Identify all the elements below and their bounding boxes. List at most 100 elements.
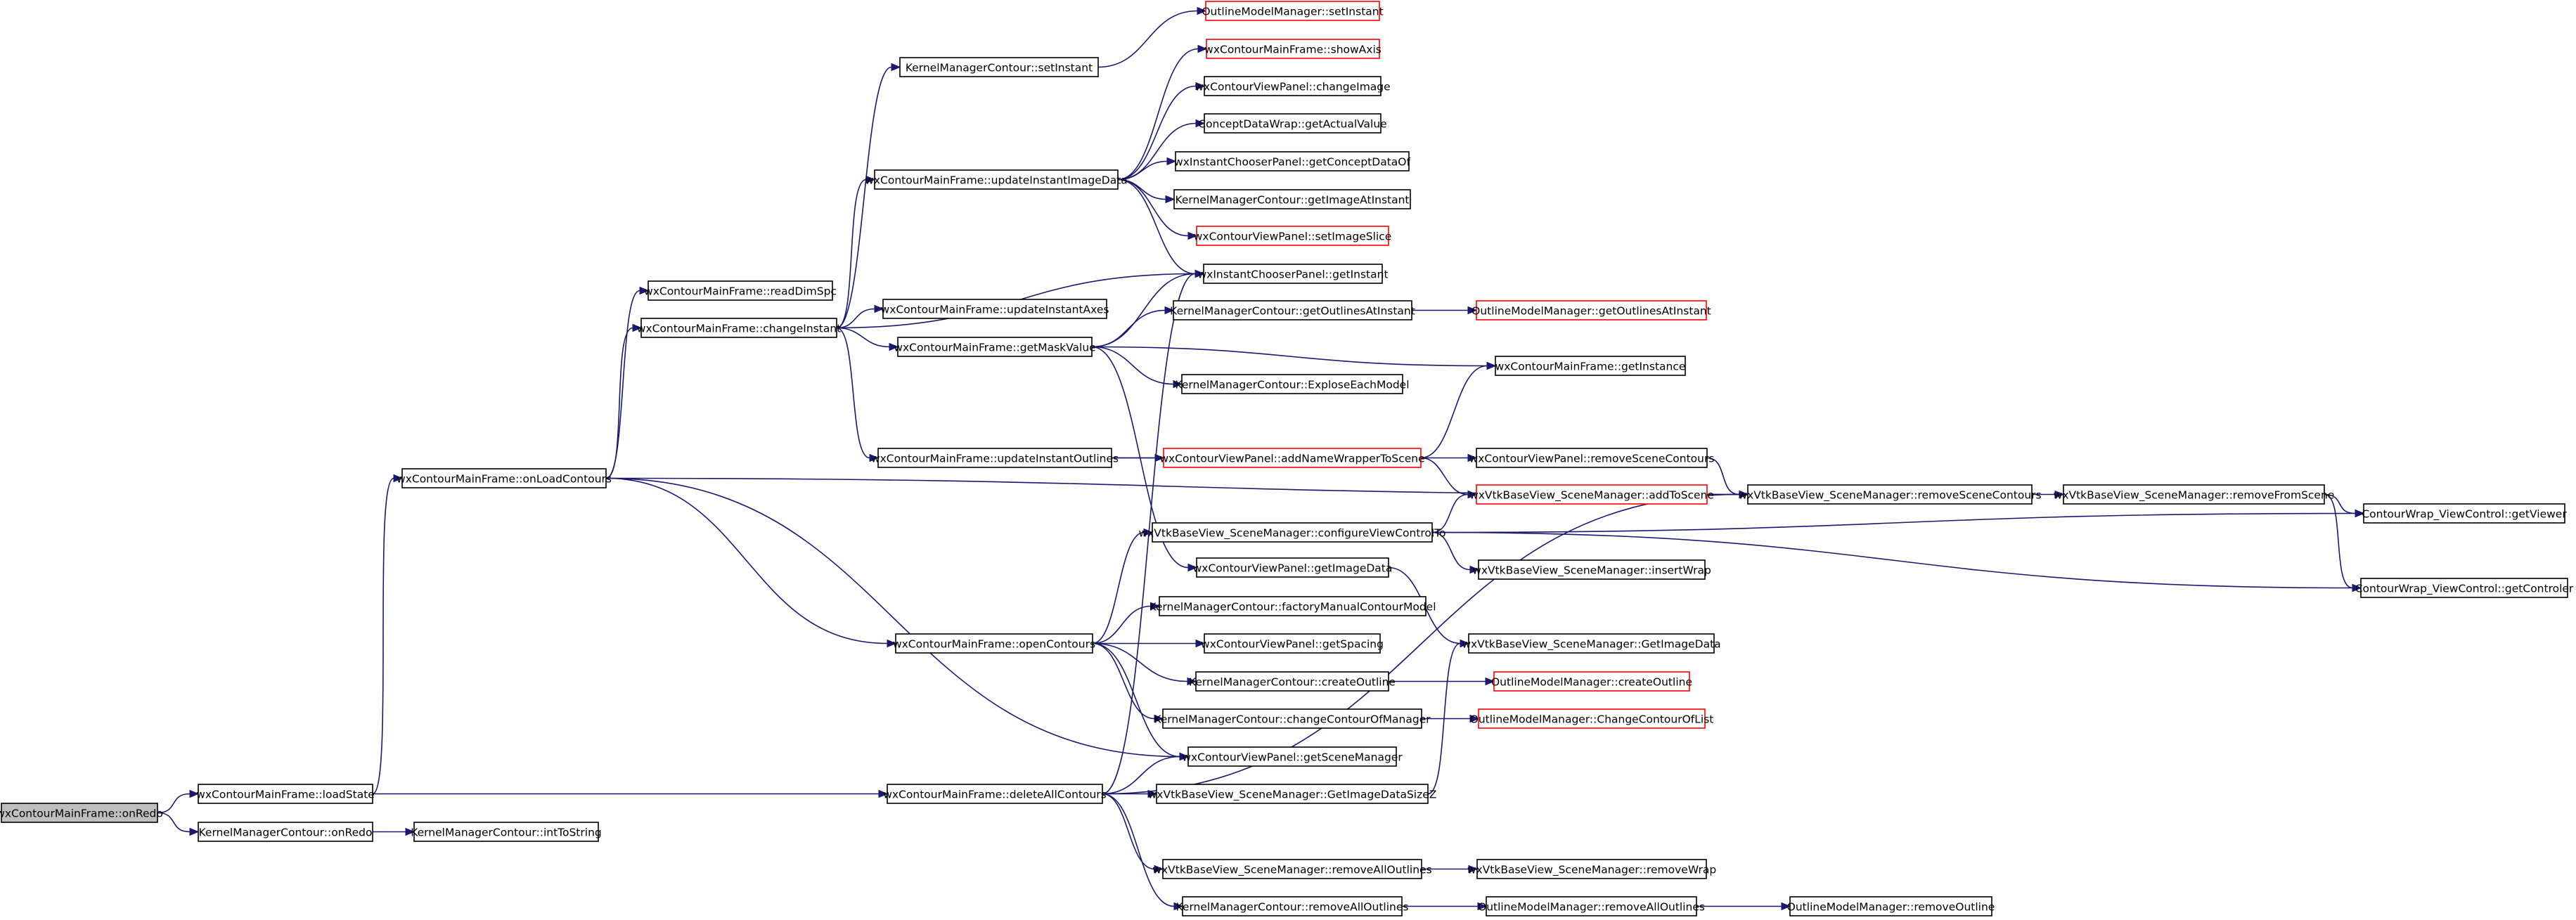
edge-n8-to-n15 xyxy=(1117,44,1208,181)
node-box xyxy=(2360,578,2568,598)
edge-n13-to-n45 xyxy=(1102,793,1164,874)
node-wxcontourmainframe-onredo[interactable]: wxContourMainFrame::onRedo xyxy=(0,803,163,823)
node-wxcontourviewpanel-getspacing[interactable]: wxContourViewPanel::getSpacing xyxy=(1201,633,1384,654)
node-wxvtkbaseview-scenemanager-configureviewcontrolto[interactable]: wxVtkBaseView_SceneManager::configureVie… xyxy=(1138,522,1446,543)
node-box xyxy=(1476,859,1707,879)
node-label: wxContourMainFrame::updateInstantOutline… xyxy=(871,453,1119,465)
edge-n29-to-n30 xyxy=(2032,490,2065,499)
node-kernelmanagercontour-createoutline[interactable]: KernelManagerContour::createOutline xyxy=(1189,671,1396,692)
node-contourwrap-viewcontrol-getcontroler[interactable]: ContourWrap_ViewControl::getControler xyxy=(2355,578,2574,598)
node-kernelmanagercontour-setinstant[interactable]: KernelManagerContour::setInstant xyxy=(899,57,1099,77)
node-wxcontourviewpanel-getimagedata[interactable]: wxContourViewPanel::getImageData xyxy=(1193,557,1393,578)
node-conceptdatawrap-getactualvalue[interactable]: ConceptDataWrap::getActualValue xyxy=(1198,113,1387,134)
arrowhead-icon xyxy=(639,286,650,295)
node-box xyxy=(401,468,607,488)
node-box xyxy=(899,57,1099,77)
arrowhead-icon xyxy=(1467,490,1478,499)
edge-n6-to-n11 xyxy=(836,327,880,462)
node-box xyxy=(877,448,1112,468)
node-label: wxVtkBaseView_SceneManager::addToScene xyxy=(1469,489,1714,503)
node-contourwrap-viewcontrol-getviewer[interactable]: ContourWrap_ViewControl::getViewer xyxy=(2362,503,2567,524)
arrowhead-icon xyxy=(1165,195,1176,204)
node-kernelmanagercontour-removealloutlines[interactable]: KernelManagerContour::removeAllOutlines xyxy=(1176,896,1409,916)
node-wxvtkbaseview-scenemanager-removealloutlines[interactable]: wxVtkBaseView_SceneManager::removeAllOut… xyxy=(1152,859,1432,879)
node-wxvtkbaseview-scenemanager-removewrap[interactable]: wxVtkBaseView_SceneManager::removeWrap xyxy=(1467,859,1716,879)
node-wxcontourviewpanel-changeimage[interactable]: wxContourViewPanel::changeImage xyxy=(1194,76,1391,96)
node-wxcontourmainframe-deleteallcontours[interactable]: wxContourMainFrame::deleteAllContours xyxy=(883,784,1107,804)
node-wxvtkbaseview-scenemanager-removescenecontours[interactable]: wxVtkBaseView_SceneManager::removeSceneC… xyxy=(1738,484,2042,505)
node-box xyxy=(198,822,373,842)
edge-line xyxy=(1102,793,1155,870)
node-wxcontourmainframe-changeinstant[interactable]: wxContourMainFrame::changeInstant xyxy=(637,318,841,338)
node-label: wxVtkBaseView_SceneManager::removeSceneC… xyxy=(1738,489,2041,503)
node-wxcontourmainframe-updateinstantimagedata[interactable]: wxContourMainFrame::updateInstantImageDa… xyxy=(865,169,1128,190)
node-kernelmanagercontour-exploseeachmodel[interactable]: KernelManagerContour::ExploseEachModel xyxy=(1175,374,1410,394)
arrowhead-icon xyxy=(2355,509,2365,518)
node-outlinemodelmanager-getoutlinesatinstant[interactable]: OutlineModelManager::getOutlinesAtInstan… xyxy=(1471,300,1711,320)
arrowhead-icon xyxy=(1143,528,1154,537)
node-wxcontourmainframe-updateinstantoutlines[interactable]: wxContourMainFrame::updateInstantOutline… xyxy=(871,448,1119,468)
node-wxcontourmainframe-loadstate[interactable]: wxContourMainFrame::loadState xyxy=(196,784,375,804)
node-label: wxInstantChooserPanel::getInstant xyxy=(1197,268,1388,281)
node-wxcontourmainframe-readdimspc[interactable]: wxContourMainFrame::readDimSpc xyxy=(644,280,837,301)
node-kernelmanagercontour-onredo[interactable]: KernelManagerContour::onRedo xyxy=(198,822,373,842)
node-wxvtkbaseview-scenemanager-getimagedata[interactable]: wxVtkBaseView_SceneManager::GetImageData xyxy=(1462,633,1721,654)
node-wxvtkbaseview-scenemanager-getimagedatasizez[interactable]: wxVtkBaseView_SceneManager::GetImageData… xyxy=(1148,784,1437,804)
edge-line xyxy=(1420,457,1469,495)
node-wxcontourviewpanel-getscenemanager[interactable]: wxContourViewPanel::getSceneManager xyxy=(1182,746,1403,767)
node-kernelmanagercontour-inttostring[interactable]: KernelManagerContour::intToString xyxy=(411,822,602,842)
node-wxvtkbaseview-scenemanager-insertwrap[interactable]: wxVtkBaseView_SceneManager::insertWrap xyxy=(1472,559,1711,580)
arrowhead-icon xyxy=(887,639,897,648)
node-label: wxContourMainFrame::deleteAllContours xyxy=(883,789,1107,801)
edge-line xyxy=(1091,346,1488,367)
node-outlinemodelmanager-removealloutlines[interactable]: OutlineModelManager::removeAllOutlines xyxy=(1478,896,1705,916)
node-wxcontourmainframe-opencontours[interactable]: wxContourMainFrame::openContours xyxy=(893,633,1095,654)
node-wxinstantchooserpanel-getinstant[interactable]: wxInstantChooserPanel::getInstant xyxy=(1197,264,1389,284)
node-label: KernelManagerContour::getOutlinesAtInsta… xyxy=(1170,305,1415,318)
node-wxvtkbaseview-scenemanager-removefromscene[interactable]: wxVtkBaseView_SceneManager::removeFromSc… xyxy=(2054,484,2335,505)
node-wxcontourmainframe-getmaskvalue[interactable]: wxContourMainFrame::getMaskValue xyxy=(894,337,1096,357)
edge-line xyxy=(1097,10,1198,68)
arrowhead-icon xyxy=(405,827,416,836)
arrowhead-icon xyxy=(1467,306,1478,315)
node-label: KernelManagerContour::ExploseEachModel xyxy=(1175,379,1409,391)
edge-n47-to-n48 xyxy=(1401,902,1488,911)
node-kernelmanagercontour-getimageatinstant[interactable]: KernelManagerContour::getImageAtInstant xyxy=(1173,189,1411,209)
node-outlinemodelmanager-removeoutline[interactable]: OutlineModelManager::removeOutline xyxy=(1787,896,1995,916)
edge-line xyxy=(605,290,640,479)
node-wxinstantchooserpanel-getconceptdataof[interactable]: wxInstantChooserPanel::getConceptDataOf xyxy=(1174,151,1410,171)
edge-line xyxy=(1091,346,1174,385)
arrowhead-icon xyxy=(889,342,899,351)
node-outlinemodelmanager-changecontouroflist[interactable]: OutlineModelManager::ChangeContourOfList xyxy=(1470,708,1714,729)
node-kernelmanagercontour-factorymanualcontourmodel[interactable]: KernelManagerContour::factoryManualConto… xyxy=(1149,596,1436,616)
node-wxcontourviewpanel-addnamewrappertoscene[interactable]: wxContourViewPanel::addNameWrapperToScen… xyxy=(1159,448,1425,468)
edge-n13-to-n29 xyxy=(1102,490,1749,795)
node-box xyxy=(1173,300,1412,320)
node-wxcontourviewpanel-setimageslice[interactable]: wxContourViewPanel::setImageSlice xyxy=(1194,226,1392,246)
edge-n1-to-n4 xyxy=(372,474,404,795)
node-wxcontourmainframe-onloadcontours[interactable]: wxContourMainFrame::onLoadContours xyxy=(397,468,612,488)
node-box xyxy=(882,299,1107,319)
node-wxcontourmainframe-showaxis[interactable]: wxContourMainFrame::showAxis xyxy=(1204,39,1382,59)
node-outlinemodelmanager-setinstant[interactable]: OutlineModelManager::setInstant xyxy=(1202,1,1384,21)
edge-n45-to-n46 xyxy=(1422,864,1479,874)
node-box xyxy=(1486,896,1697,916)
node-wxvtkbaseview-scenemanager-addtoscene[interactable]: wxVtkBaseView_SceneManager::addToScene xyxy=(1469,484,1714,505)
node-wxcontourmainframe-getinstance[interactable]: wxContourMainFrame::getInstance xyxy=(1495,356,1686,376)
node-box xyxy=(1478,708,1706,729)
edge-n39-to-n40 xyxy=(1389,677,1495,686)
arrowhead-icon xyxy=(1469,565,1480,574)
node-wxcontourviewpanel-removescenecontours[interactable]: wxContourViewPanel::removeSceneContours xyxy=(1469,448,1715,468)
node-wxcontourmainframe-updateinstantaxes[interactable]: wxContourMainFrame::updateInstantAxes xyxy=(881,299,1109,319)
edge-n12-to-n43 xyxy=(1092,642,1190,761)
node-kernelmanagercontour-changecontourofmanager[interactable]: KernelManagerContour::changeContourOfMan… xyxy=(1154,708,1431,729)
edge-line xyxy=(1102,756,1180,795)
node-outlinemodelmanager-createoutline[interactable]: OutlineModelManager::createOutline xyxy=(1491,671,1692,692)
node-kernelmanagercontour-getoutlinesatinstant[interactable]: KernelManagerContour::getOutlinesAtInsta… xyxy=(1170,300,1415,320)
node-label: ContourWrap_ViewControl::getViewer xyxy=(2362,508,2567,521)
edge-line xyxy=(836,327,870,459)
edge-n0-to-n2 xyxy=(157,812,200,836)
node-box xyxy=(1476,484,1708,505)
edge-n12-to-n37 xyxy=(1093,639,1206,648)
arrowhead-icon xyxy=(1179,752,1190,761)
